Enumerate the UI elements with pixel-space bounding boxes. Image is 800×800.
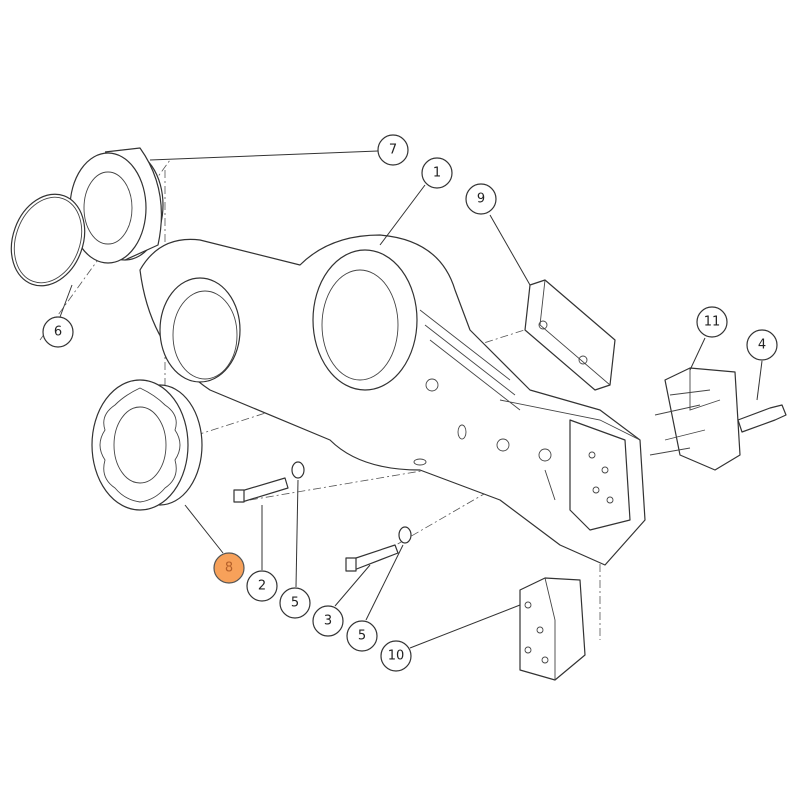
- callout-label: 2: [258, 579, 266, 594]
- callout-1[interactable]: 1: [421, 157, 453, 189]
- callout-label: 7: [389, 143, 397, 158]
- star-bushing-part: [91, 379, 203, 511]
- callout-7[interactable]: 7: [377, 134, 409, 166]
- callout-8-highlighted[interactable]: 8: [213, 552, 245, 584]
- callout-label: 3: [324, 614, 332, 629]
- callout-label: 1: [433, 166, 441, 181]
- callout-3[interactable]: 3: [312, 605, 344, 637]
- callout-label: 8: [225, 561, 233, 576]
- callout-5a[interactable]: 5: [279, 587, 311, 619]
- callout-label: 6: [54, 325, 62, 340]
- callout-2[interactable]: 2: [246, 570, 278, 602]
- callout-label: 10: [388, 649, 405, 664]
- callout-label: 5: [291, 596, 299, 611]
- bushing-part: [69, 147, 164, 264]
- leader-lines: [59, 150, 763, 649]
- bolt-and-washer-parts: [233, 461, 412, 572]
- callout-label: 11: [704, 315, 721, 330]
- callout-9[interactable]: 9: [465, 183, 497, 215]
- block-part: [649, 367, 741, 471]
- callout-label: 4: [758, 338, 766, 353]
- callout-5b[interactable]: 5: [346, 620, 378, 652]
- plate-part: [524, 279, 616, 391]
- lever-arm-part: [139, 234, 646, 566]
- bolt-part: [737, 404, 787, 433]
- pad-part: [519, 577, 586, 681]
- callout-10[interactable]: 10: [380, 640, 412, 672]
- callout-label: 9: [477, 192, 485, 207]
- callout-4[interactable]: 4: [746, 329, 778, 361]
- retaining-ring-part: [10, 193, 86, 287]
- callout-11[interactable]: 11: [696, 306, 728, 338]
- callout-6[interactable]: 6: [42, 316, 74, 348]
- callout-label: 5: [358, 629, 366, 644]
